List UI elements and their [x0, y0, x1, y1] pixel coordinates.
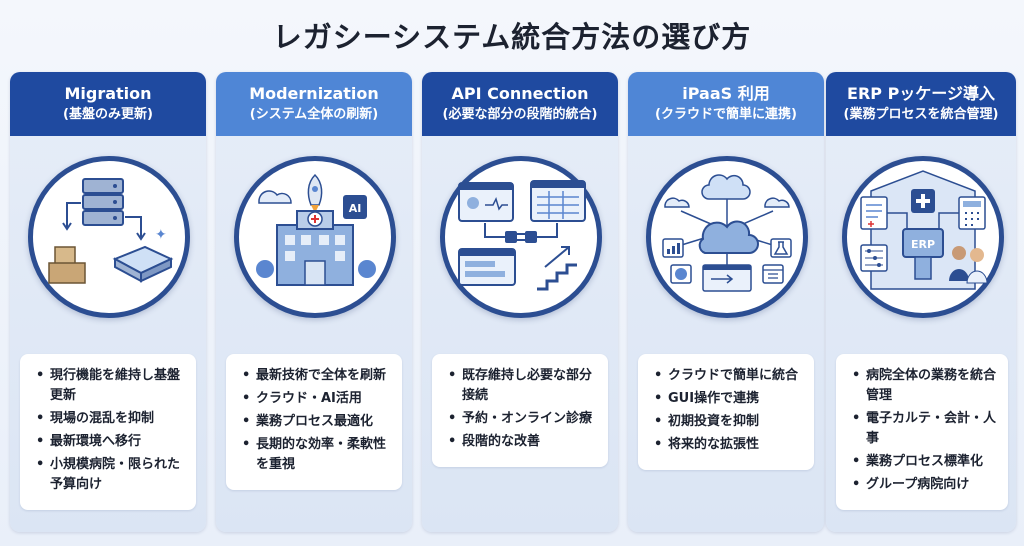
feature-item: 最新環境へ移行	[36, 432, 186, 452]
feature-item: 現場の混乱を抑制	[36, 409, 186, 429]
cloud-hub-icon	[698, 220, 759, 254]
feature-item: クラウドで簡単に統合	[654, 366, 804, 386]
tree-icon	[256, 260, 274, 278]
column-erp: ERP Pッケージ導入 (業務プロセスを統合管理)	[826, 72, 1016, 532]
staff-icon	[949, 246, 988, 284]
column-subtitle: (必要な部分の段階的統合)	[442, 107, 598, 122]
feature-item: 病院全体の業務を統合管理	[852, 366, 998, 406]
boxes-icon	[48, 246, 86, 284]
plug-icon	[484, 223, 558, 243]
feature-item: 業務プロセス最適化	[242, 412, 392, 432]
column-ipaas: iPaaS 利用 (クラウドで簡単に連携)	[628, 72, 824, 532]
page-title: レガシーシステム統合方法の選び方	[272, 20, 752, 54]
column-header: API Connection (必要な部分の段階的統合)	[422, 72, 618, 136]
column-title: Migration	[64, 84, 152, 103]
feature-item: クラウド・AI活用	[242, 389, 392, 409]
arrow-left-icon	[66, 202, 81, 227]
modernization-illustration: AI	[256, 173, 376, 286]
column-subtitle: (システム全体の刷新)	[249, 107, 379, 122]
feature-item: 予約・オンライン診療	[448, 409, 598, 429]
medical-cross-icon	[911, 189, 935, 213]
feature-card: 現行機能を維持し基盤更新 現場の混乱を抑制 最新環境へ移行 小規模病院・限られた…	[20, 354, 196, 510]
cloud-sync-icon	[701, 174, 751, 200]
column-header: ERP Pッケージ導入 (業務プロセスを統合管理)	[826, 72, 1016, 136]
svg-text:AI: AI	[349, 202, 362, 215]
medical-chart-icon	[860, 196, 888, 230]
feature-item: グループ病院向け	[852, 475, 998, 495]
erp-illustration: ERP	[860, 170, 988, 290]
calendar-icon	[762, 264, 784, 284]
column-modernization: Modernization (システム全体の刷新) AI	[216, 72, 412, 532]
feature-item: 長期的な効率・柔軟性を重視	[242, 435, 392, 475]
form-window-icon	[458, 248, 516, 286]
staircase-icon	[537, 263, 577, 291]
column-migration: Migration (基盤のみ更新) ✦	[10, 72, 206, 532]
feature-item: 既存維持し必要な部分接続	[448, 366, 598, 406]
abacus-icon	[860, 244, 888, 272]
gui-window-icon	[702, 264, 752, 292]
feature-item: 段階的な改善	[448, 432, 598, 452]
ai-chip-icon: AI	[343, 195, 367, 219]
illustration-circle: ERP	[842, 156, 1004, 318]
feature-item: 電子カルテ・会計・人事	[852, 409, 998, 449]
feature-item: 現行機能を維持し基盤更新	[36, 366, 186, 406]
illustration-circle	[440, 156, 602, 318]
column-header: Migration (基盤のみ更新)	[10, 72, 206, 136]
migration-illustration: ✦	[48, 178, 174, 284]
column-title: ERP Pッケージ導入	[847, 84, 995, 103]
column-api-connection: API Connection (必要な部分の段階的統合)	[422, 72, 618, 532]
feature-card: 病院全体の業務を統合管理 電子カルテ・会計・人事 業務プロセス標準化 グループ病…	[836, 354, 1008, 510]
ipaas-illustration	[662, 174, 792, 292]
api-illustration	[458, 180, 586, 291]
column-subtitle: (クラウドで簡単に連携)	[655, 107, 797, 122]
column-subtitle: (業務プロセスを統合管理)	[843, 107, 999, 122]
erp-hub-icon: ERP	[902, 228, 944, 280]
feature-item: 業務プロセス標準化	[852, 452, 998, 472]
column-header: iPaaS 利用 (クラウドで簡単に連携)	[628, 72, 824, 136]
feature-item: 小規模病院・限られた予算向け	[36, 455, 186, 495]
illustration-circle: ✦	[28, 156, 190, 318]
column-title: API Connection	[451, 84, 589, 103]
feature-item: 将来的な拡張性	[654, 435, 804, 455]
erp-label: ERP	[911, 238, 935, 251]
flask-icon	[770, 238, 792, 258]
sparkle-icon: ✦	[155, 227, 167, 243]
rocket-icon	[307, 173, 323, 213]
feature-item: 初期投資を抑制	[654, 412, 804, 432]
tree-icon	[358, 260, 376, 278]
server-stack-icon	[82, 178, 124, 226]
feature-item: 最新技術で全体を刷新	[242, 366, 392, 386]
column-subtitle: (基盤のみ更新)	[63, 107, 153, 122]
cloud-icon	[258, 190, 292, 204]
hospital-building-icon	[276, 210, 354, 286]
feature-card: クラウドで簡単に統合 GUI操作で連携 初期投資を抑制 将来的な拡張性	[638, 354, 814, 470]
calculator-icon	[958, 196, 986, 230]
cloud-platform-icon	[112, 245, 174, 283]
column-title: Modernization	[249, 84, 379, 103]
table-window-icon	[530, 180, 586, 222]
arrow-right-icon	[125, 216, 142, 237]
window-icon	[458, 182, 514, 222]
feature-card: 最新技術で全体を刷新 クラウド・AI活用 業務プロセス最適化 長期的な効率・柔軟…	[226, 354, 402, 490]
column-title: iPaaS 利用	[682, 84, 770, 103]
illustration-circle: AI	[234, 156, 396, 318]
illustration-circle	[646, 156, 808, 318]
chart-icon	[662, 238, 684, 258]
feature-item: GUI操作で連携	[654, 389, 804, 409]
column-header: Modernization (システム全体の刷新)	[216, 72, 412, 136]
pie-chart-icon	[670, 264, 692, 284]
feature-card: 既存維持し必要な部分接続 予約・オンライン診療 段階的な改善	[432, 354, 608, 467]
